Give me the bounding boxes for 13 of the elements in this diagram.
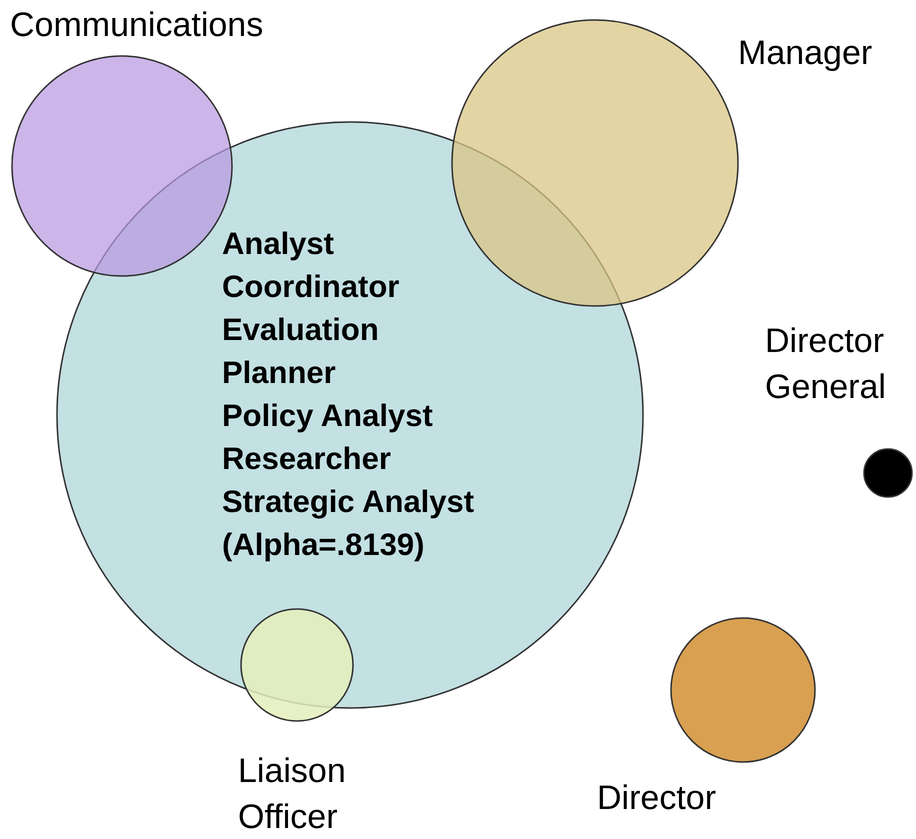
cluster-label: Director General [765,321,887,408]
cluster-item-label: Evaluation [222,311,379,349]
cluster-item-label: Coordinator [222,268,400,306]
cluster-label: Liaison Officer [238,751,347,838]
cluster-label: Manager [738,33,874,74]
cluster-item-label: Strategic Analyst [222,483,474,521]
cluster-item-label: (Alpha=.8139) [222,526,424,564]
cluster-item-label: Researcher [222,440,391,478]
cluster-label: Director [597,778,718,819]
cluster-label: Communications [10,5,264,46]
cluster-item-label: Analyst [222,225,334,263]
cluster-item-label: Planner [222,354,336,392]
cluster-item-label: Policy Analyst [222,397,433,435]
